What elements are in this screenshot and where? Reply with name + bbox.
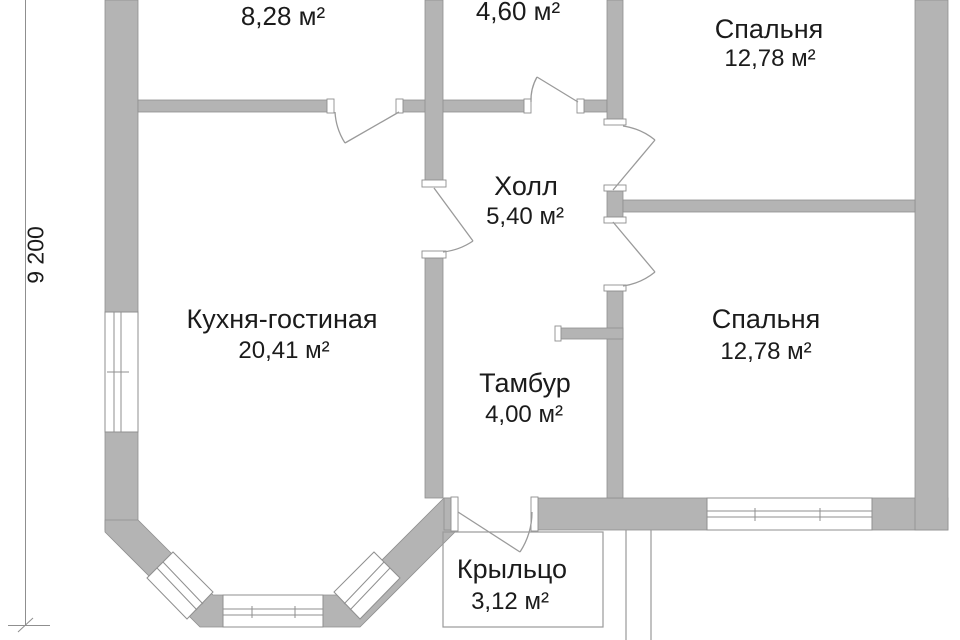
- porch-outline: [442, 530, 652, 640]
- hall-name: Холл: [494, 171, 558, 201]
- dimension-left-value: 9 200: [22, 226, 49, 284]
- wall-bedroom-divider: [622, 199, 916, 213]
- wall-left-top: [104, 0, 139, 313]
- tambour-name: Тамбур: [479, 368, 571, 398]
- porch-area: 3,12 м²: [471, 588, 549, 615]
- dimension-line-left: [8, 0, 50, 633]
- door-bedroom-bottom: [612, 221, 656, 287]
- door-bedroom-top: [612, 125, 656, 191]
- window-bedroom-bottom: [706, 497, 873, 531]
- wall-centerleft-bottom: [424, 257, 444, 499]
- kitchen-area: 20,41 м²: [238, 337, 330, 364]
- wall-top-h2: [402, 99, 526, 113]
- room-top-middle-area: 4,60 м²: [475, 0, 561, 26]
- door-kitchen-hall: [433, 187, 474, 253]
- wall-centerright-top: [606, 0, 624, 123]
- window-bay-bottom: [222, 594, 324, 628]
- bedroom-top-area: 12,78 м²: [724, 45, 816, 72]
- hall-area: 5,40 м²: [486, 203, 564, 230]
- interior-walls: [137, 0, 916, 499]
- window-left-wall: [104, 311, 139, 433]
- window-bay-left-diagonal: [146, 551, 214, 620]
- wall-centerright-bottom: [606, 290, 624, 499]
- kitchen-name: Кухня-гостиная: [186, 304, 378, 334]
- wall-top-h1: [137, 99, 329, 113]
- wall-centerright-mid: [606, 190, 624, 218]
- tambour-area: 4,00 м²: [485, 401, 563, 428]
- wall-right: [914, 0, 949, 531]
- bedroom-bottom-name: Спальня: [711, 304, 821, 334]
- bedroom-bottom-area: 12,78 м²: [720, 338, 812, 365]
- room-top-left-area: 8,28 м²: [240, 1, 326, 31]
- door-room-top-middle: [530, 76, 579, 103]
- wall-bottom-2: [531, 497, 708, 531]
- wall-hall-stub: [558, 327, 624, 340]
- wall-left-bottom: [104, 431, 139, 531]
- door-kitchen-storage: [334, 111, 400, 144]
- wall-top-h3: [583, 99, 608, 113]
- wall-centerleft-top: [424, 0, 444, 183]
- window-bay-right-diagonal: [333, 551, 401, 620]
- porch-name: Крыльцо: [456, 554, 568, 584]
- bedroom-top-name: Спальня: [714, 14, 824, 44]
